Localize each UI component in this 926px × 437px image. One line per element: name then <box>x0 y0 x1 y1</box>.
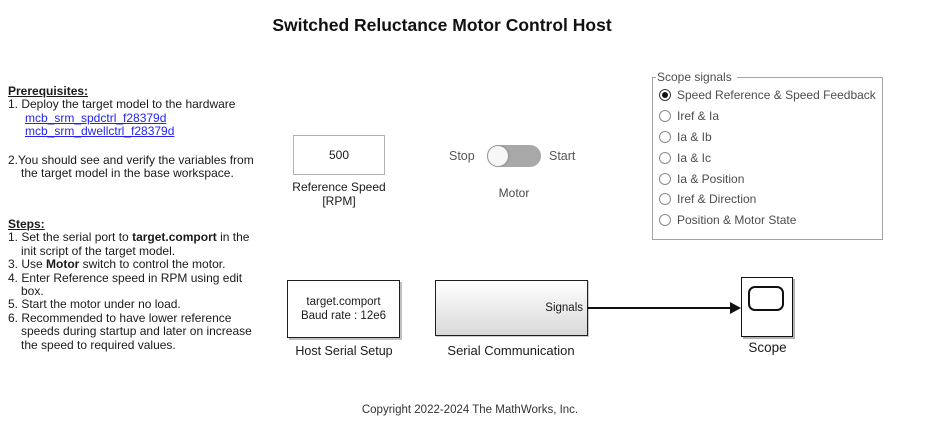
scope-signal-option-5[interactable]: Iref & Direction <box>659 189 876 210</box>
link-mcb-srm-spdctrl[interactable]: mcb_srm_spdctrl_f28379d <box>25 110 167 125</box>
switch-start-label: Start <box>549 149 576 163</box>
step-1-line-2: init script of the target model. <box>21 243 176 258</box>
prerequisites-heading: Prerequisites: <box>8 84 89 98</box>
steps-heading: Steps: <box>8 217 45 231</box>
page-title: Switched Reluctance Motor Control Host <box>272 15 612 35</box>
host-serial-setup-label: Host Serial Setup <box>295 344 393 358</box>
host-serial-setup-block[interactable]: target.comport Baud rate : 12e6 <box>287 280 400 338</box>
reference-speed-label-line-1: Reference Speed <box>292 180 386 194</box>
radio-icon[interactable] <box>659 193 671 206</box>
radio-option-label: Ia & Ic <box>677 150 712 165</box>
scope-block[interactable] <box>741 277 793 337</box>
prerequisites-note: Prerequisites: 1. Deploy the target mode… <box>8 84 254 181</box>
radio-icon[interactable] <box>659 130 671 143</box>
serial-communication-block[interactable]: Signals <box>435 280 588 336</box>
host-serial-setup-line-1: target.comport <box>306 296 381 308</box>
radio-option-label: Iref & Direction <box>677 192 757 207</box>
text-segment: switch to control the motor. <box>79 257 226 272</box>
step-4-line-1: 4. Enter Reference speed in RPM using ed… <box>8 270 243 285</box>
radio-icon[interactable] <box>659 172 671 185</box>
step-3: 3. Use Motor switch to control the motor… <box>8 258 252 271</box>
scope-screen-icon <box>748 286 784 311</box>
prerequisites-item-1: 1. Deploy the target model to the hardwa… <box>8 97 236 112</box>
radio-icon[interactable] <box>659 151 671 164</box>
scope-signal-option-0[interactable]: Speed Reference & Speed Feedback <box>659 85 876 106</box>
text-segment-bold: target.comport <box>132 230 217 245</box>
switch-stop-label: Stop <box>449 149 475 163</box>
text-segment-bold: Motor <box>46 257 80 272</box>
prerequisites-item-2-line-1: 2.You should see and verify the variable… <box>8 152 254 167</box>
signals-port-label: Signals <box>545 302 583 314</box>
spacer <box>8 139 254 154</box>
serial-communication-label: Serial Communication <box>447 343 575 358</box>
link-mcb-srm-dwellctrl[interactable]: mcb_srm_dwellctrl_f28379d <box>25 124 175 139</box>
step-6-line-3: the speed to required values. <box>21 337 176 352</box>
reference-speed-input[interactable] <box>293 135 385 175</box>
step-5: 5. Start the motor under no load. <box>8 297 181 312</box>
reference-speed-label: Reference Speed [RPM] <box>269 180 409 208</box>
radio-option-label: Position & Motor State <box>677 213 797 228</box>
radio-icon[interactable] <box>659 214 671 227</box>
scope-signals-group: Scope signals Speed Reference & Speed Fe… <box>652 70 883 240</box>
text-segment: 1. Set the serial port to <box>8 230 133 245</box>
switch-knob-icon[interactable] <box>488 146 508 166</box>
scope-signal-option-3[interactable]: Ia & Ic <box>659 147 876 168</box>
steps-note: Steps: 1. Set the serial port to target.… <box>8 217 252 352</box>
scope-signal-option-2[interactable]: Ia & Ib <box>659 127 876 148</box>
radio-option-label: Ia & Ib <box>677 129 712 144</box>
scope-signals-legend: Scope signals <box>657 70 732 84</box>
text-segment: 3. Use <box>8 257 47 272</box>
scope-signal-option-6[interactable]: Position & Motor State <box>659 210 876 231</box>
step-6-line-2: speeds during startup and later on incre… <box>21 324 252 339</box>
radio-option-label: Speed Reference & Speed Feedback <box>677 88 876 103</box>
signal-wire[interactable] <box>588 307 731 309</box>
scope-signal-option-4[interactable]: Ia & Position <box>659 168 876 189</box>
step-6-line-1: 6. Recommended to have lower reference <box>8 310 232 325</box>
motor-switch-caption: Motor <box>498 186 530 200</box>
step-1-line-1: 1. Set the serial port to target.comport… <box>8 231 252 244</box>
radio-option-label: Iref & Ia <box>677 109 720 124</box>
scope-signal-option-1[interactable]: Iref & Ia <box>659 106 876 127</box>
arrowhead-icon <box>730 302 741 314</box>
text-segment: in the <box>216 230 250 245</box>
radio-icon[interactable] <box>659 110 671 123</box>
reference-speed-label-line-2: [RPM] <box>322 193 356 208</box>
radio-option-label: Ia & Position <box>677 171 745 186</box>
scope-block-label: Scope <box>748 340 787 355</box>
radio-icon[interactable] <box>659 89 671 102</box>
step-4-line-2: box. <box>21 284 44 299</box>
host-serial-setup-line-2: Baud rate : 12e6 <box>300 310 387 322</box>
copyright-text: Copyright 2022-2024 The MathWorks, Inc. <box>361 404 579 416</box>
prerequisites-item-2-line-2: the target model in the base workspace. <box>21 166 234 181</box>
motor-switch[interactable] <box>487 145 541 167</box>
